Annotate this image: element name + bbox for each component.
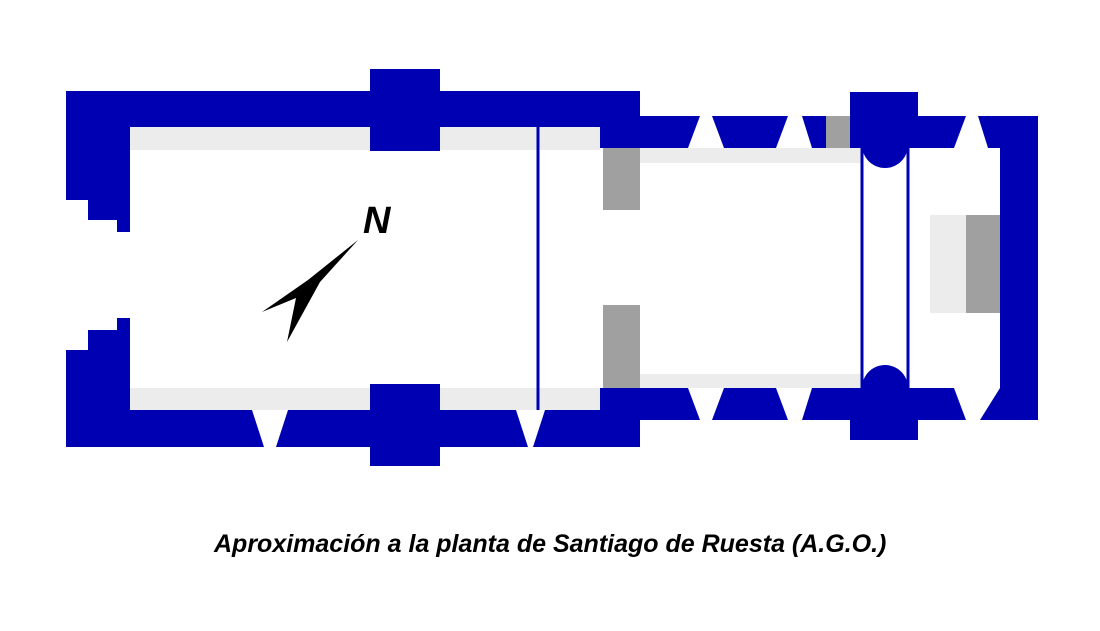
chancel-north-wall bbox=[600, 116, 700, 148]
door-step-3 bbox=[103, 232, 117, 318]
north-arrow: N bbox=[262, 200, 392, 342]
door-jamb-2 bbox=[117, 220, 130, 232]
east-wall bbox=[978, 116, 1038, 420]
chancel-north-band bbox=[640, 148, 862, 163]
chancel-south-wall-3 bbox=[802, 388, 860, 420]
north-buttress bbox=[370, 69, 440, 151]
door-step-1 bbox=[66, 200, 88, 350]
door-jamb-5 bbox=[88, 200, 103, 220]
apse-light-block bbox=[930, 215, 966, 313]
door-jamb-3 bbox=[103, 330, 130, 350]
door-jamb-1 bbox=[103, 200, 130, 220]
nave-south-wall bbox=[66, 388, 640, 447]
arch-grey-north bbox=[603, 148, 640, 210]
diagram-caption: Aproximación a la planta de Santiago de … bbox=[214, 530, 887, 558]
walls bbox=[66, 69, 1038, 466]
arch-grey-south bbox=[603, 305, 640, 388]
door-jamb-4 bbox=[117, 318, 130, 330]
north-label: N bbox=[363, 200, 392, 242]
nave-south-band bbox=[130, 388, 600, 410]
door-step-2 bbox=[88, 220, 103, 330]
column-south bbox=[862, 365, 908, 411]
door-jamb-6 bbox=[88, 330, 103, 350]
grey-blocks bbox=[603, 116, 1000, 388]
chancel-south-band bbox=[640, 374, 862, 388]
arch-lines bbox=[536, 127, 910, 410]
light-bands bbox=[130, 127, 966, 410]
west-doorway bbox=[66, 200, 130, 350]
chancel-north-wall-3 bbox=[802, 116, 826, 148]
chancel-south-wall bbox=[600, 388, 700, 420]
chancel-south-wall-2 bbox=[712, 388, 788, 420]
south-buttress bbox=[370, 384, 440, 466]
column-north bbox=[862, 122, 908, 168]
apse-grey-block bbox=[966, 215, 1000, 313]
nave-north-band bbox=[130, 127, 600, 150]
nave-north-wall bbox=[66, 91, 640, 200]
north-arrow-icon bbox=[262, 240, 358, 342]
chancel-north-wall-2 bbox=[712, 116, 788, 148]
west-wall-lower bbox=[66, 350, 130, 410]
